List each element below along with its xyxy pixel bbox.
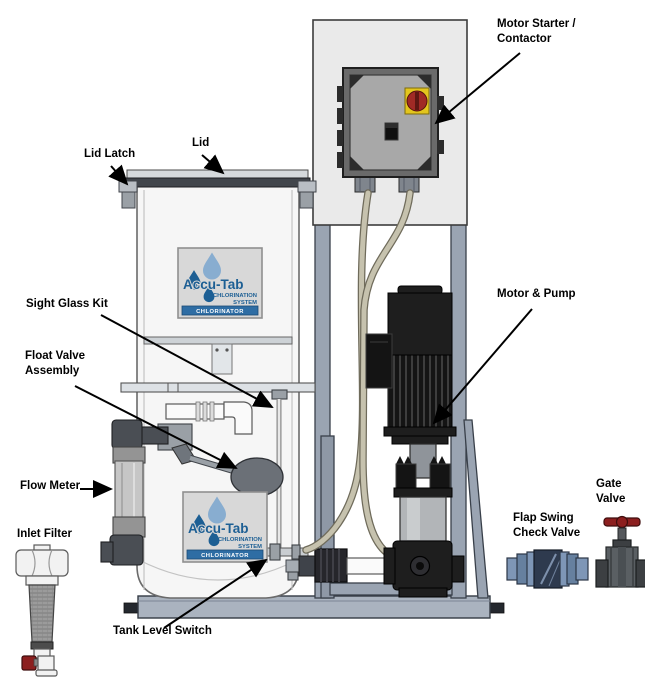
hinge <box>337 152 343 168</box>
float-ball <box>230 457 284 497</box>
callout-text: Motor & Pump <box>497 288 576 300</box>
callout-text: Sight Glass Kit <box>26 298 108 310</box>
arrow-sight-glass <box>100 314 274 408</box>
latch <box>437 140 444 154</box>
frame-leg-angled <box>463 419 489 599</box>
callout-text: Valve <box>596 492 626 505</box>
callout-text: Flow Meter <box>20 480 81 492</box>
callout-text: Contactor <box>497 32 552 45</box>
reset-button <box>384 122 399 141</box>
callout-tank-level-switch: Tank Level Switch <box>113 624 212 639</box>
pipe-union <box>314 548 348 583</box>
callout-gate-valve: Gate Valve <box>596 477 625 507</box>
tank-bottom-curve <box>138 559 298 581</box>
arrow-motor-pump <box>432 308 533 425</box>
callout-text: Check Valve <box>513 526 581 539</box>
motor <box>365 285 457 445</box>
product-label-tagline: SYSTEM <box>238 544 262 550</box>
cable-gland <box>354 175 376 193</box>
motor-starter-enclosure <box>337 67 444 193</box>
product-label-tagline: SYSTEM <box>233 300 257 306</box>
callout-text: Assembly <box>25 364 80 377</box>
product-label-tagline: CHLORINATION <box>218 537 262 543</box>
skid-base <box>123 595 505 619</box>
flow-meter <box>100 419 169 566</box>
hinge <box>337 86 343 102</box>
tank-level-switch <box>261 543 309 581</box>
product-label-tagline: CHLORINATION <box>213 293 257 299</box>
product-label-banner: CHLORINATOR <box>201 553 249 559</box>
tank-flange-ring <box>120 382 316 393</box>
callout-text: Tank Level Switch <box>113 625 212 637</box>
lid-latch-right <box>297 180 317 209</box>
callout-text: Gate <box>596 478 622 490</box>
callout-arrows <box>74 52 533 629</box>
callout-lid: Lid <box>192 136 209 151</box>
cable-to-motor <box>360 190 413 559</box>
callout-flow-meter: Flow Meter <box>20 479 80 494</box>
callout-flap-check-valve: Flap Swing Check Valve <box>513 511 580 541</box>
pump <box>383 443 465 598</box>
gate-valve <box>595 515 645 588</box>
lid-latch-left <box>118 180 138 209</box>
callout-motor-starter: Motor Starter / Contactor <box>497 17 576 47</box>
internal-tube <box>143 336 293 345</box>
callout-text: Flap Swing <box>513 512 574 524</box>
arrow-motor-starter <box>434 52 521 125</box>
callout-text: Lid Latch <box>84 148 136 160</box>
pipe-elbow <box>223 401 253 435</box>
product-label-banner: CHLORINATOR <box>196 309 244 315</box>
power-cables <box>302 189 414 560</box>
product-label-lower: Accu-Tab CHLORINATION SYSTEM CHLORINATOR <box>182 491 268 563</box>
arrow-lid-latch <box>108 164 129 186</box>
product-label-upper: Accu-Tab CHLORINATION SYSTEM CHLORINATOR <box>177 247 263 319</box>
callout-text: Inlet Filter <box>17 528 72 540</box>
arrow-tank-level-switch <box>163 558 268 629</box>
flap-swing-check-valve <box>506 549 589 589</box>
mounting-bracket <box>211 343 233 375</box>
product-label-brand: Accu-Tab <box>188 521 249 536</box>
callout-motor-pump: Motor & Pump <box>497 287 576 302</box>
callout-text: Motor Starter / <box>497 18 576 30</box>
product-label-brand: Accu-Tab <box>183 277 244 292</box>
callout-sight-glass: Sight Glass Kit <box>26 297 108 312</box>
hinge <box>337 108 343 124</box>
callout-lid-latch: Lid Latch <box>84 147 135 162</box>
callout-inlet-filter: Inlet Filter <box>17 527 72 542</box>
callout-text: Float Valve <box>25 350 86 362</box>
inlet-filter <box>15 544 69 677</box>
motor-junction-box <box>365 333 393 389</box>
frame-post-right <box>450 222 467 599</box>
arrow-lid <box>201 154 225 175</box>
latch <box>437 96 444 110</box>
suction-pipe <box>298 548 390 583</box>
callout-float-valve: Float Valve Assembly <box>25 349 85 379</box>
disconnect-switch <box>404 87 430 115</box>
arrow-float-valve <box>74 385 238 469</box>
callout-text: Lid <box>192 137 210 149</box>
hinge <box>337 130 343 146</box>
motor-and-pump <box>365 285 465 598</box>
tank-lid <box>124 169 311 188</box>
